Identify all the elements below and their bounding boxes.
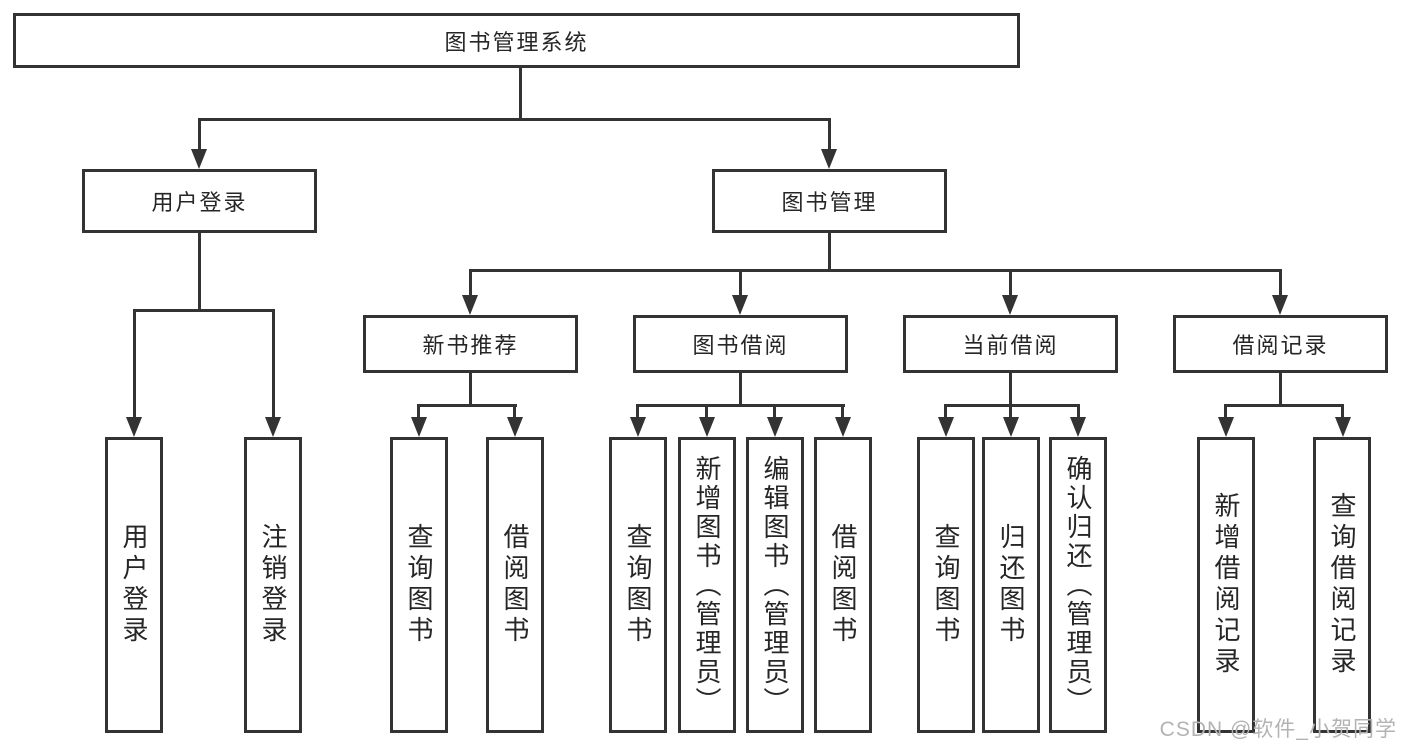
leaf-return-book: 归还图书 bbox=[982, 437, 1040, 733]
node-book-borrow: 图书借阅 bbox=[633, 315, 848, 373]
leaf-label: 查询图书 bbox=[404, 523, 434, 647]
connector-leaf-shaft bbox=[1077, 404, 1080, 420]
connector-leaf-shaft bbox=[272, 309, 275, 419]
node-current-borrow-label: 当前借阅 bbox=[962, 333, 1059, 358]
arrow-down-icon bbox=[1272, 295, 1288, 315]
leaf-add-borrow-record: 新增借阅记录 bbox=[1197, 437, 1255, 733]
arrow-down-icon bbox=[767, 417, 783, 437]
node-borrow-record: 借阅记录 bbox=[1173, 315, 1388, 373]
connector-leaf-shaft bbox=[636, 404, 639, 420]
connector-leaf-shaft bbox=[841, 404, 844, 420]
connector-leaf-shaft bbox=[133, 309, 136, 419]
connector-book-borrow-rail bbox=[636, 404, 845, 407]
leaf-add-book-admin: 新增图书（管理员） bbox=[678, 437, 736, 733]
leaf-confirm-return-admin: 确认归还（管理员） bbox=[1049, 437, 1107, 733]
node-current-borrow: 当前借阅 bbox=[903, 315, 1118, 373]
connector-leaf-shaft bbox=[944, 404, 947, 420]
watermark: CSDN @软件_小贺同学 bbox=[1159, 718, 1397, 741]
connector-leaf-shaft bbox=[513, 404, 516, 420]
connector-leaf-shaft bbox=[417, 404, 420, 420]
connector-level2-rail bbox=[198, 118, 831, 121]
connector-leaf-shaft bbox=[705, 404, 708, 420]
node-book-mgmt: 图书管理 bbox=[712, 169, 947, 233]
connector-leaf-shaft bbox=[1009, 404, 1012, 420]
connector-leaf-shaft bbox=[773, 404, 776, 420]
arrow-down-icon bbox=[835, 417, 851, 437]
connector-new-book-stub bbox=[469, 373, 472, 407]
arrow-down-icon bbox=[507, 417, 523, 437]
arrow-down-icon bbox=[1335, 417, 1351, 437]
arrow-down-icon bbox=[630, 417, 646, 437]
arrow-down-icon bbox=[411, 417, 427, 437]
connector-leaf-shaft bbox=[1279, 269, 1282, 297]
connector-borrow-record-stub bbox=[1279, 373, 1282, 407]
connector-user-login-rail bbox=[133, 309, 275, 312]
node-user-login-label: 用户登录 bbox=[151, 190, 248, 215]
leaf-label: 借阅图书 bbox=[500, 523, 530, 647]
leaf-query-borrow-record: 查询借阅记录 bbox=[1313, 437, 1371, 733]
arrow-down-icon bbox=[1003, 417, 1019, 437]
arrow-down-icon bbox=[938, 417, 954, 437]
arrow-down-icon bbox=[732, 295, 748, 315]
arrow-down-icon bbox=[462, 295, 478, 315]
connector-leaf-shaft bbox=[1341, 404, 1344, 420]
leaf-query-book-2: 查询图书 bbox=[609, 437, 667, 733]
node-root: 图书管理系统 bbox=[13, 13, 1020, 68]
leaf-borrow-book-2: 借阅图书 bbox=[814, 437, 872, 733]
connector-new-book-rail bbox=[417, 404, 517, 407]
leaf-label: 用户登录 bbox=[119, 523, 149, 647]
connector-user-login-stub bbox=[198, 233, 201, 312]
leaf-label: 编辑图书（管理员） bbox=[760, 454, 790, 716]
arrow-down-icon bbox=[1218, 417, 1234, 437]
leaf-label: 借阅图书 bbox=[828, 523, 858, 647]
arrow-down-icon bbox=[191, 149, 207, 169]
arrow-down-icon bbox=[699, 417, 715, 437]
leaf-label: 查询图书 bbox=[931, 523, 961, 647]
connector-borrow-record-rail bbox=[1224, 404, 1344, 407]
connector-current-borrow-stub bbox=[1009, 373, 1012, 407]
arrow-down-icon bbox=[265, 417, 281, 437]
leaf-user-login: 用户登录 bbox=[105, 437, 163, 733]
connector-level3-rail bbox=[469, 269, 1282, 272]
connector-leaf-shaft bbox=[739, 269, 742, 297]
node-borrow-record-label: 借阅记录 bbox=[1232, 333, 1329, 358]
connector-book-mgmt-stub bbox=[828, 233, 831, 272]
arrow-down-icon bbox=[126, 417, 142, 437]
node-new-book-label: 新书推荐 bbox=[422, 333, 519, 358]
leaf-edit-book-admin: 编辑图书（管理员） bbox=[746, 437, 804, 733]
connector-book-borrow-stub bbox=[739, 373, 742, 407]
node-book-borrow-label: 图书借阅 bbox=[692, 333, 789, 358]
leaf-label: 查询借阅记录 bbox=[1327, 492, 1357, 678]
leaf-query-book-3: 查询图书 bbox=[917, 437, 975, 733]
connector-current-borrow-rail bbox=[944, 404, 1080, 407]
leaf-borrow-book-1: 借阅图书 bbox=[486, 437, 544, 733]
arrow-down-icon bbox=[821, 149, 837, 169]
connector-root-stub bbox=[519, 68, 522, 120]
node-book-mgmt-label: 图书管理 bbox=[781, 190, 878, 215]
connector-leaf-shaft bbox=[1224, 404, 1227, 420]
leaf-label: 查询图书 bbox=[623, 523, 653, 647]
node-new-book: 新书推荐 bbox=[363, 315, 578, 373]
leaf-label: 确认归还（管理员） bbox=[1063, 454, 1093, 716]
arrow-down-icon bbox=[1002, 295, 1018, 315]
node-user-login: 用户登录 bbox=[82, 169, 317, 233]
leaf-label: 注销登录 bbox=[258, 523, 288, 647]
connector-user-login-shaft bbox=[198, 118, 201, 152]
leaf-label: 归还图书 bbox=[996, 523, 1026, 647]
connector-book-mgmt-shaft bbox=[828, 118, 831, 152]
connector-leaf-shaft bbox=[469, 269, 472, 297]
leaf-logout: 注销登录 bbox=[244, 437, 302, 733]
connector-leaf-shaft bbox=[1009, 269, 1012, 297]
leaf-label: 新增借阅记录 bbox=[1211, 492, 1241, 678]
leaf-label: 新增图书（管理员） bbox=[692, 454, 722, 716]
arrow-down-icon bbox=[1070, 417, 1086, 437]
leaf-query-book-1: 查询图书 bbox=[390, 437, 448, 733]
node-root-label: 图书管理系统 bbox=[444, 29, 589, 55]
